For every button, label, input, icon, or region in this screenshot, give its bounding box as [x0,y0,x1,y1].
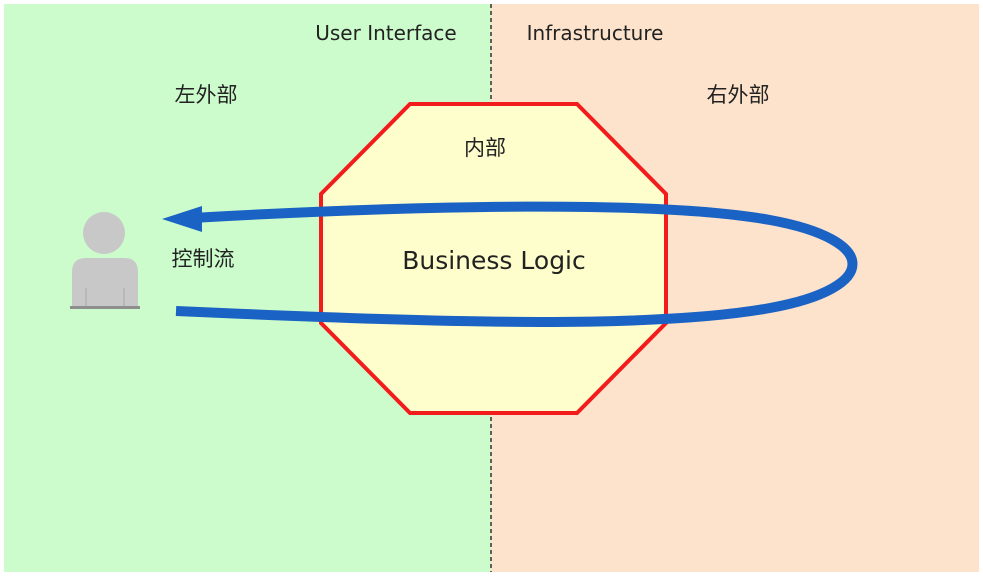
arrow-icon [162,206,202,232]
control-flow-label: 控制流 [172,247,235,271]
left-region-header: User Interface [315,21,456,45]
right-region-header: Infrastructure [527,21,664,45]
person-icon [70,212,140,309]
control-flow-path [175,201,858,327]
right-region-label: 右外部 [707,83,770,107]
left-region-label: 左外部 [175,83,238,107]
core-octagon [319,102,668,415]
core-label: 内部 [464,136,506,160]
core-title: Business Logic [402,246,586,275]
